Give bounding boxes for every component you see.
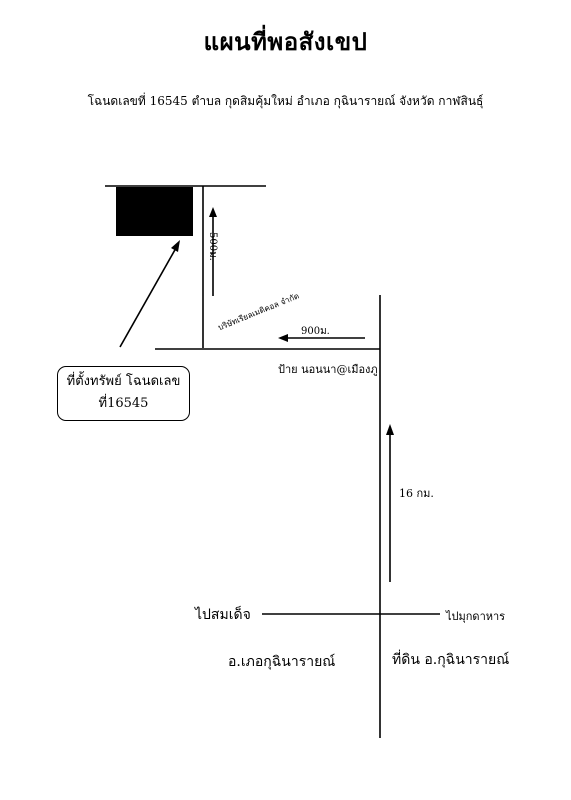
property-pointer (119, 247, 177, 348)
arrow-900m-head (278, 334, 288, 342)
callout-line-2: ที่16545 (98, 396, 149, 411)
arrow-16km-head (386, 424, 394, 435)
land-office-label: ที่ดิน อ.กุฉินารายณ์ (392, 652, 510, 668)
callout-line-1: ที่ตั้งทรัพย์ โฉนดเลข (66, 374, 181, 389)
property-parcel (116, 187, 193, 236)
distance-16km-label: 16 กม. (399, 487, 434, 500)
deed-subtitle: โฉนดเลขที่ 16545 ตำบล กุดสิมคุ้มใหม่ อำเ… (87, 94, 484, 108)
property-pointer-head (171, 240, 180, 252)
property-callout: ที่ตั้งทรัพย์ โฉนดเลข ที่16545 (57, 366, 190, 421)
to-somdet-label: ไปสมเด็จ (195, 607, 251, 623)
district-office-label: อ.เภอกุฉินารายณ์ (228, 654, 336, 670)
sign-label: ป้าย นอนนา@เมืองภู (278, 363, 378, 376)
arrow-500m-head (209, 207, 217, 217)
to-mukdahan-label: ไปมุกดาหาร (446, 610, 506, 623)
distance-900m-label: 900ม. (301, 326, 330, 337)
distance-500m-label: 500ม. (207, 232, 218, 261)
page-title: แผนที่พอสังเขป (203, 27, 368, 56)
